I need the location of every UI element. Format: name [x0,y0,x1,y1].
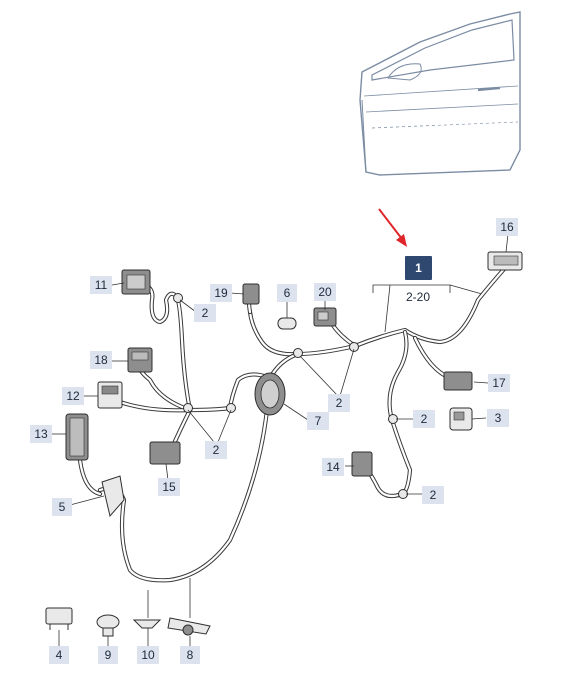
callout-11[interactable]: 11 [90,276,112,294]
tube-13 [65,413,89,461]
callout-20-label: 20 [318,285,332,299]
callout-6-label: 6 [284,286,291,300]
callout-13[interactable]: 13 [30,425,52,443]
connector-15 [149,441,181,465]
callout-20[interactable]: 20 [314,283,336,301]
bracket-5 [101,475,125,518]
connector-17 [443,371,473,391]
callout-2-c-label: 2 [421,412,428,426]
callout-3-label: 3 [495,411,502,425]
range-bracket [372,284,483,333]
callout-2-e-label: 2 [430,488,437,502]
callout-7[interactable]: 7 [307,412,329,430]
wire-harness [77,265,508,583]
callout-12-label: 12 [66,389,80,403]
clip-8 [167,617,211,636]
callout-11-label: 11 [95,278,108,292]
clip-9 [96,614,120,637]
callout-19-label: 19 [214,286,228,300]
callout-18-label: 18 [94,353,108,367]
callout-8[interactable]: 8 [180,646,200,664]
main-part-number: 1 [415,261,422,275]
callout-14-label: 14 [326,460,340,474]
pointer-arrow-icon [378,208,407,247]
car-door-icon [359,11,521,176]
callout-9-label: 9 [105,648,112,662]
callout-18[interactable]: 18 [90,351,112,369]
clip-4 [45,607,73,630]
callout-16-label: 16 [500,220,514,234]
callout-2-b-label: 2 [336,396,343,410]
callout-5[interactable]: 5 [52,498,72,516]
callout-2-d-label: 2 [213,443,220,457]
callout-2-a[interactable]: 2 [194,304,216,322]
callout-4[interactable]: 4 [49,646,69,664]
connector-14 [351,451,373,477]
callout-15[interactable]: 15 [158,478,180,496]
main-part-range: 2-20 [406,290,430,304]
callout-2-e[interactable]: 2 [422,486,444,504]
callout-5-label: 5 [59,500,66,514]
callout-8-label: 8 [187,648,194,662]
callout-2-a-label: 2 [202,306,209,320]
callout-4-label: 4 [56,648,63,662]
callout-2-c[interactable]: 2 [413,410,435,428]
callout-16[interactable]: 16 [496,218,518,236]
leader-lines [52,233,509,646]
callout-17[interactable]: 17 [488,374,510,392]
connector-12 [97,381,123,409]
callout-10-label: 10 [141,648,155,662]
connector-3 [449,407,473,431]
callout-12[interactable]: 12 [62,387,84,405]
connector-16 [487,251,523,271]
connector-19 [242,283,260,305]
callout-15-label: 15 [162,480,176,494]
callout-10[interactable]: 10 [137,646,159,664]
callout-3[interactable]: 3 [487,409,509,427]
callout-9[interactable]: 9 [98,646,118,664]
callout-7-label: 7 [315,414,322,428]
callout-2-b[interactable]: 2 [328,394,350,412]
clip-10 [132,619,162,629]
callout-2-d[interactable]: 2 [205,441,227,459]
cable-clips [173,293,408,499]
callout-19[interactable]: 19 [210,284,232,302]
connector-20 [313,307,337,327]
callout-6[interactable]: 6 [277,284,297,302]
callout-14[interactable]: 14 [322,458,344,476]
callout-13-label: 13 [34,427,48,441]
connector-6 [277,317,297,330]
grommet-part [254,372,286,416]
main-part-callout[interactable]: 1 [405,256,432,280]
connector-18 [127,347,153,373]
callout-17-label: 17 [492,376,506,390]
connector-11 [121,269,151,295]
